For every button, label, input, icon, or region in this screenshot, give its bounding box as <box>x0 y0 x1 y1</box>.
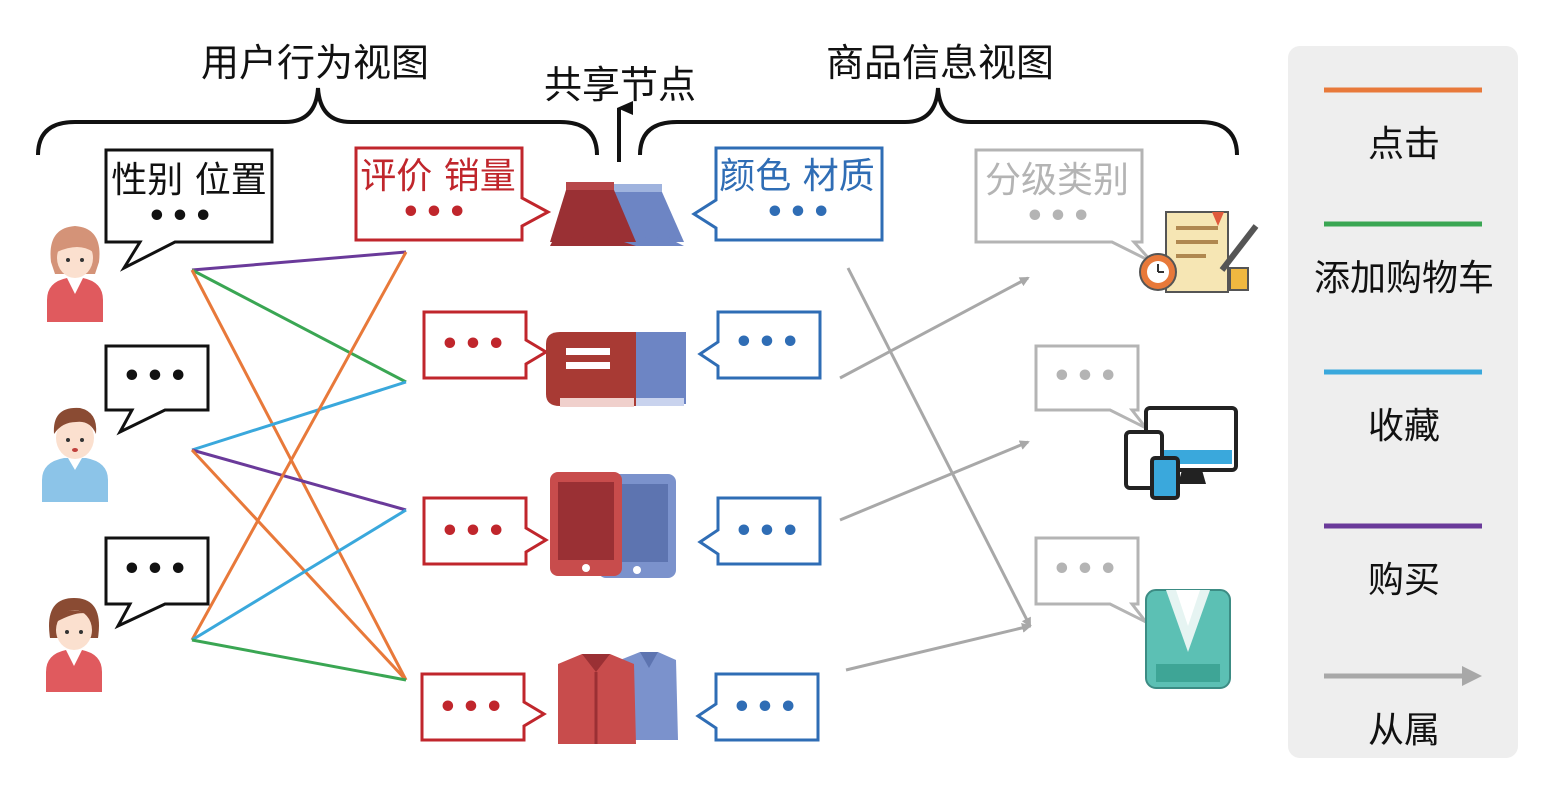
category-bubble: 分级类别 ••• <box>974 148 1154 264</box>
category-bubble: ••• <box>1034 536 1148 624</box>
behavior-edge <box>191 638 407 682</box>
stationery-icon <box>1139 211 1259 293</box>
skirt-icon <box>550 182 684 246</box>
ellipsis-dots: ••• <box>732 690 802 725</box>
ellipsis-dots: ••• <box>401 195 471 230</box>
user-view-brace <box>36 87 599 156</box>
item-stats-bubble: ••• <box>420 672 547 742</box>
shared-nodes-title: 共享节点 <box>544 63 696 107</box>
item-view-brace <box>638 87 1239 156</box>
book-icon <box>546 332 686 407</box>
item-view-title: 商品信息视图 <box>826 41 1054 85</box>
ellipsis-dots: ••• <box>147 199 217 234</box>
ellipsis-dots: ••• <box>122 552 192 587</box>
ellipsis-dots: ••• <box>734 325 804 360</box>
behavior-edges <box>190 250 408 682</box>
ellipsis-dots: ••• <box>1025 199 1095 234</box>
behavior-edge <box>191 250 407 272</box>
legend-label: 从属 <box>1368 710 1440 751</box>
user-man-icon <box>42 407 108 502</box>
item-attr-bubble: ••• <box>697 310 822 380</box>
behavior-edge <box>190 269 408 681</box>
ellipsis-dots: ••• <box>440 514 510 549</box>
item-stats-bubble: ••• <box>422 310 549 380</box>
category-label: 分级类别 <box>985 160 1129 201</box>
category-bubble: ••• <box>1034 344 1148 430</box>
item-attr-label: 颜色 材质 <box>719 156 874 197</box>
user-attr-label: 性别 位置 <box>111 160 266 201</box>
shirt-icon <box>558 652 678 744</box>
clothing-icon <box>1145 589 1231 689</box>
item-attr-bubble: ••• <box>697 496 822 566</box>
behavior-edge <box>190 251 408 641</box>
user-view-title: 用户行为视图 <box>201 41 429 85</box>
ellipsis-dots: ••• <box>734 514 804 549</box>
behavior-edge <box>191 380 407 452</box>
item-stats-bubble: ••• <box>422 496 549 566</box>
user-attr-bubble: ••• <box>104 344 210 436</box>
item-stats-bubble: 评价 销量 ••• <box>354 146 552 242</box>
legend-label: 购买 <box>1368 560 1440 601</box>
devices-icon <box>1124 406 1238 500</box>
legend-label: 点击 <box>1368 124 1440 165</box>
ellipsis-dots: ••• <box>765 195 835 230</box>
item-attr-bubble: 颜色 材质 ••• <box>691 146 884 242</box>
ellipsis-dots: ••• <box>438 690 508 725</box>
user-woman-icon <box>47 226 103 322</box>
user-attr-bubble: ••• <box>104 536 210 630</box>
behavior-edge <box>191 448 407 512</box>
belongs-edge <box>839 276 1030 380</box>
ellipsis-dots: ••• <box>122 359 192 394</box>
legend-arrowhead <box>1462 666 1482 686</box>
belongs-edges <box>839 267 1032 672</box>
user-attr-bubble: 性别 位置 ••• <box>104 148 274 272</box>
belongs-edge <box>839 440 1030 522</box>
legend-label: 添加购物车 <box>1314 258 1494 299</box>
belongs-edge <box>846 267 1032 628</box>
behavior-edge <box>191 268 407 384</box>
tablet-icon <box>550 472 676 578</box>
legend-label: 收藏 <box>1368 406 1440 447</box>
ellipsis-dots: ••• <box>1052 359 1122 394</box>
belongs-edge <box>845 622 1032 672</box>
ellipsis-dots: ••• <box>1052 552 1122 587</box>
behavior-edge <box>191 508 407 642</box>
ellipsis-dots: ••• <box>440 327 510 362</box>
item-attr-bubble: ••• <box>695 672 820 742</box>
item-stats-label: 评价 销量 <box>360 156 515 197</box>
behavior-edge <box>190 448 408 682</box>
user-woman-icon <box>46 598 102 692</box>
